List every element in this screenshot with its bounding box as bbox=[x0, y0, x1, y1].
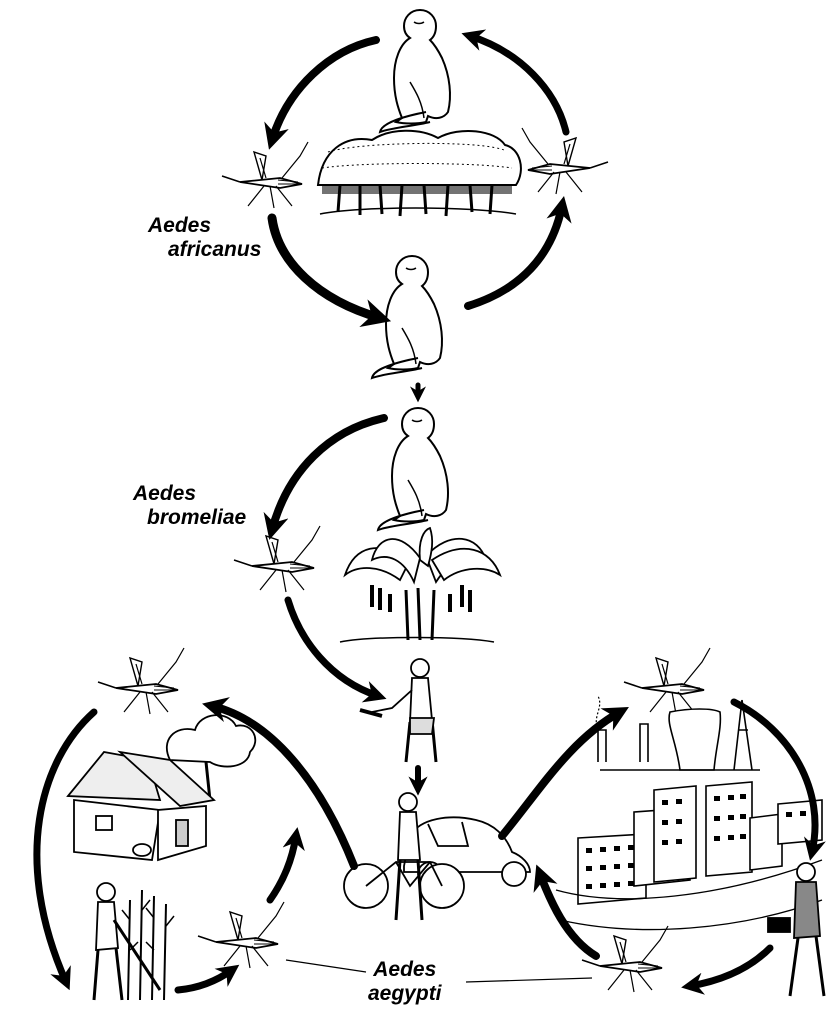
aedes-bromeliae-label: Aedes bromeliae bbox=[133, 482, 246, 530]
man-with-bicycle-and-car-icon bbox=[343, 792, 531, 921]
cycle-arrows-left bbox=[33, 697, 358, 994]
aedes-africanus-label: Aedes africanus bbox=[148, 214, 261, 262]
mosquito-icon bbox=[623, 647, 711, 715]
mosquito-icon bbox=[233, 525, 321, 593]
cycle-arrows-middle bbox=[263, 414, 428, 796]
mosquito-icon bbox=[221, 141, 309, 209]
businessman-icon bbox=[767, 862, 826, 997]
label-line: Aedes bbox=[133, 482, 197, 505]
label-line: africanus bbox=[168, 238, 262, 261]
farmer-in-crops-icon bbox=[92, 882, 175, 1001]
label-leader-lines bbox=[285, 959, 593, 983]
man-with-machete-icon bbox=[359, 658, 438, 763]
cycle-arrows-top bbox=[264, 29, 572, 403]
label-line: bromeliae bbox=[147, 506, 247, 529]
monkey-icon bbox=[379, 9, 451, 133]
village-hut-icon bbox=[66, 714, 257, 862]
monkey-icon bbox=[377, 407, 449, 531]
mosquito-icon bbox=[197, 901, 285, 969]
label-line: Aedes bbox=[148, 214, 212, 237]
forest-icon bbox=[316, 129, 522, 217]
aedes-aegypti-label: Aedes aegypti bbox=[368, 958, 442, 1006]
label-line: Aedes bbox=[373, 958, 437, 981]
cycle-arrows-right bbox=[498, 698, 826, 995]
mosquito-icon bbox=[97, 647, 185, 715]
mosquito-icon bbox=[521, 127, 609, 195]
banana-plant-icon bbox=[339, 526, 502, 643]
label-line: aegypti bbox=[368, 982, 442, 1005]
